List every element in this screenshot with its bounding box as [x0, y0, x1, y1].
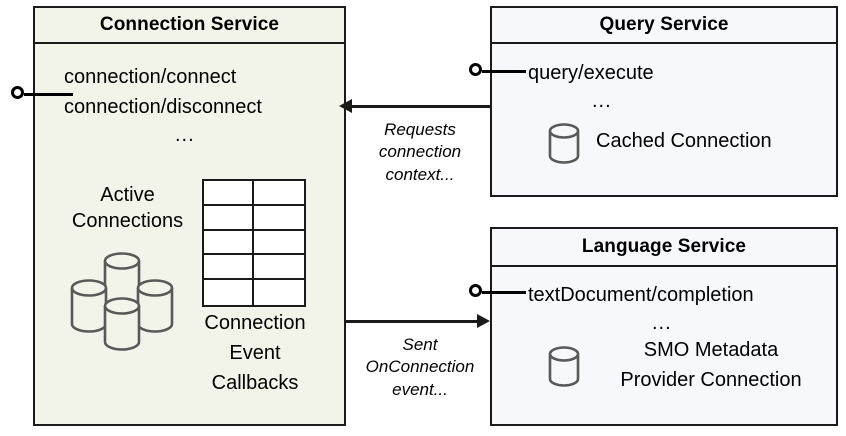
lollipop-stick — [482, 70, 526, 73]
grid-cell — [254, 231, 304, 256]
query-service-title: Query Service — [492, 8, 836, 44]
connection-service-api-disconnect: connection/disconnect — [64, 96, 262, 118]
grid-cell — [254, 181, 304, 206]
arrowhead-right-icon — [477, 314, 490, 328]
connector-label-line2: OnConnection — [365, 357, 475, 377]
connection-event-callbacks-line3: Callbacks — [211, 372, 299, 394]
connector-line — [351, 105, 490, 108]
lollipop-circle-icon — [11, 86, 24, 99]
connection-service-body: connection/connect connection/disconnect… — [35, 44, 344, 424]
connector-label-line3: context... — [385, 164, 455, 184]
connector-label-sent-onconnection-event: Sent OnConnection event... — [345, 334, 495, 401]
language-service-api-completion: textDocument/completion — [528, 284, 754, 306]
smo-metadata-label-line1: SMO Metadata — [643, 339, 779, 361]
language-service-api-ellipsis: ... — [652, 312, 672, 334]
language-service-title: Language Service — [492, 229, 836, 267]
query-service-api-ellipsis: ... — [592, 90, 612, 112]
active-connections-label-line2: Connections — [71, 210, 184, 232]
connection-event-callbacks-line2: Event — [229, 342, 281, 364]
connector-line — [346, 320, 478, 323]
connection-service-api-connect: connection/connect — [64, 66, 237, 88]
language-service-body: textDocument/completion ... SMO Metadata… — [492, 267, 836, 424]
grid-cell — [204, 280, 254, 305]
connector-label-requests-connection-context: Requests connection context... — [345, 119, 495, 186]
database-cluster-icon — [57, 243, 197, 358]
connection-service-title: Connection Service — [35, 8, 344, 44]
connector-label-line3: event... — [392, 379, 448, 399]
smo-metadata-label-line2: Provider Connection — [620, 369, 802, 391]
cached-connection-label: Cached Connection — [596, 130, 772, 152]
query-service-api-execute: query/execute — [528, 62, 654, 84]
table-grid-icon — [202, 179, 306, 307]
component-language-service[interactable]: Language Service textDocument/completion… — [490, 227, 838, 426]
component-query-service[interactable]: Query Service query/execute ... Cached C… — [490, 6, 838, 197]
active-connections-label-line1: Active — [100, 184, 155, 206]
connector-label-line2: connection — [378, 142, 462, 162]
connection-service-interface-lollipop[interactable] — [11, 86, 73, 100]
lollipop-circle-icon — [469, 284, 482, 297]
grid-cell — [204, 181, 254, 206]
connector-label-line1: Sent — [402, 335, 438, 354]
grid-cell — [204, 205, 254, 231]
component-connection-service[interactable]: Connection Service connection/connect co… — [33, 6, 346, 426]
grid-cell — [254, 206, 304, 231]
query-service-body: query/execute ... Cached Connection — [492, 44, 836, 195]
lollipop-stick — [482, 291, 526, 294]
lollipop-circle-icon — [469, 63, 482, 76]
lollipop-stick — [24, 93, 73, 96]
grid-cell — [204, 230, 254, 256]
grid-cell — [254, 280, 304, 305]
language-service-interface-lollipop[interactable] — [469, 284, 526, 298]
grid-cell — [204, 255, 254, 281]
connection-service-api-ellipsis: ... — [175, 124, 195, 146]
database-cylinder-icon — [546, 343, 582, 396]
query-service-interface-lollipop[interactable] — [469, 63, 526, 77]
connection-event-callbacks-line1: Connection — [204, 312, 306, 334]
database-cylinder-icon — [546, 120, 582, 173]
connector-label-line1: Requests — [384, 120, 456, 139]
arrowhead-left-icon — [339, 99, 352, 113]
grid-cell — [254, 255, 304, 281]
